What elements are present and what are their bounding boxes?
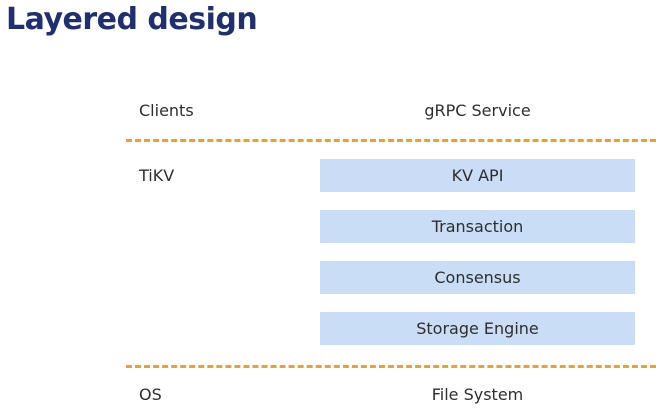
- layer-label-tikv: TiKV: [139, 166, 175, 185]
- divider-tikv-os: [126, 365, 656, 368]
- slide-title: Layered design: [6, 2, 258, 37]
- file-system-label: File System: [431, 385, 524, 404]
- component-storage-engine: Storage Engine: [320, 312, 635, 345]
- component-consensus: Consensus: [320, 261, 635, 294]
- divider-clients-tikv: [126, 139, 656, 142]
- grpc-service-label: gRPC Service: [424, 101, 531, 120]
- component-transaction: Transaction: [320, 210, 635, 243]
- layer-label-clients: Clients: [139, 101, 194, 120]
- layer-label-os: OS: [139, 385, 162, 404]
- component-kv-api: KV API: [320, 159, 635, 192]
